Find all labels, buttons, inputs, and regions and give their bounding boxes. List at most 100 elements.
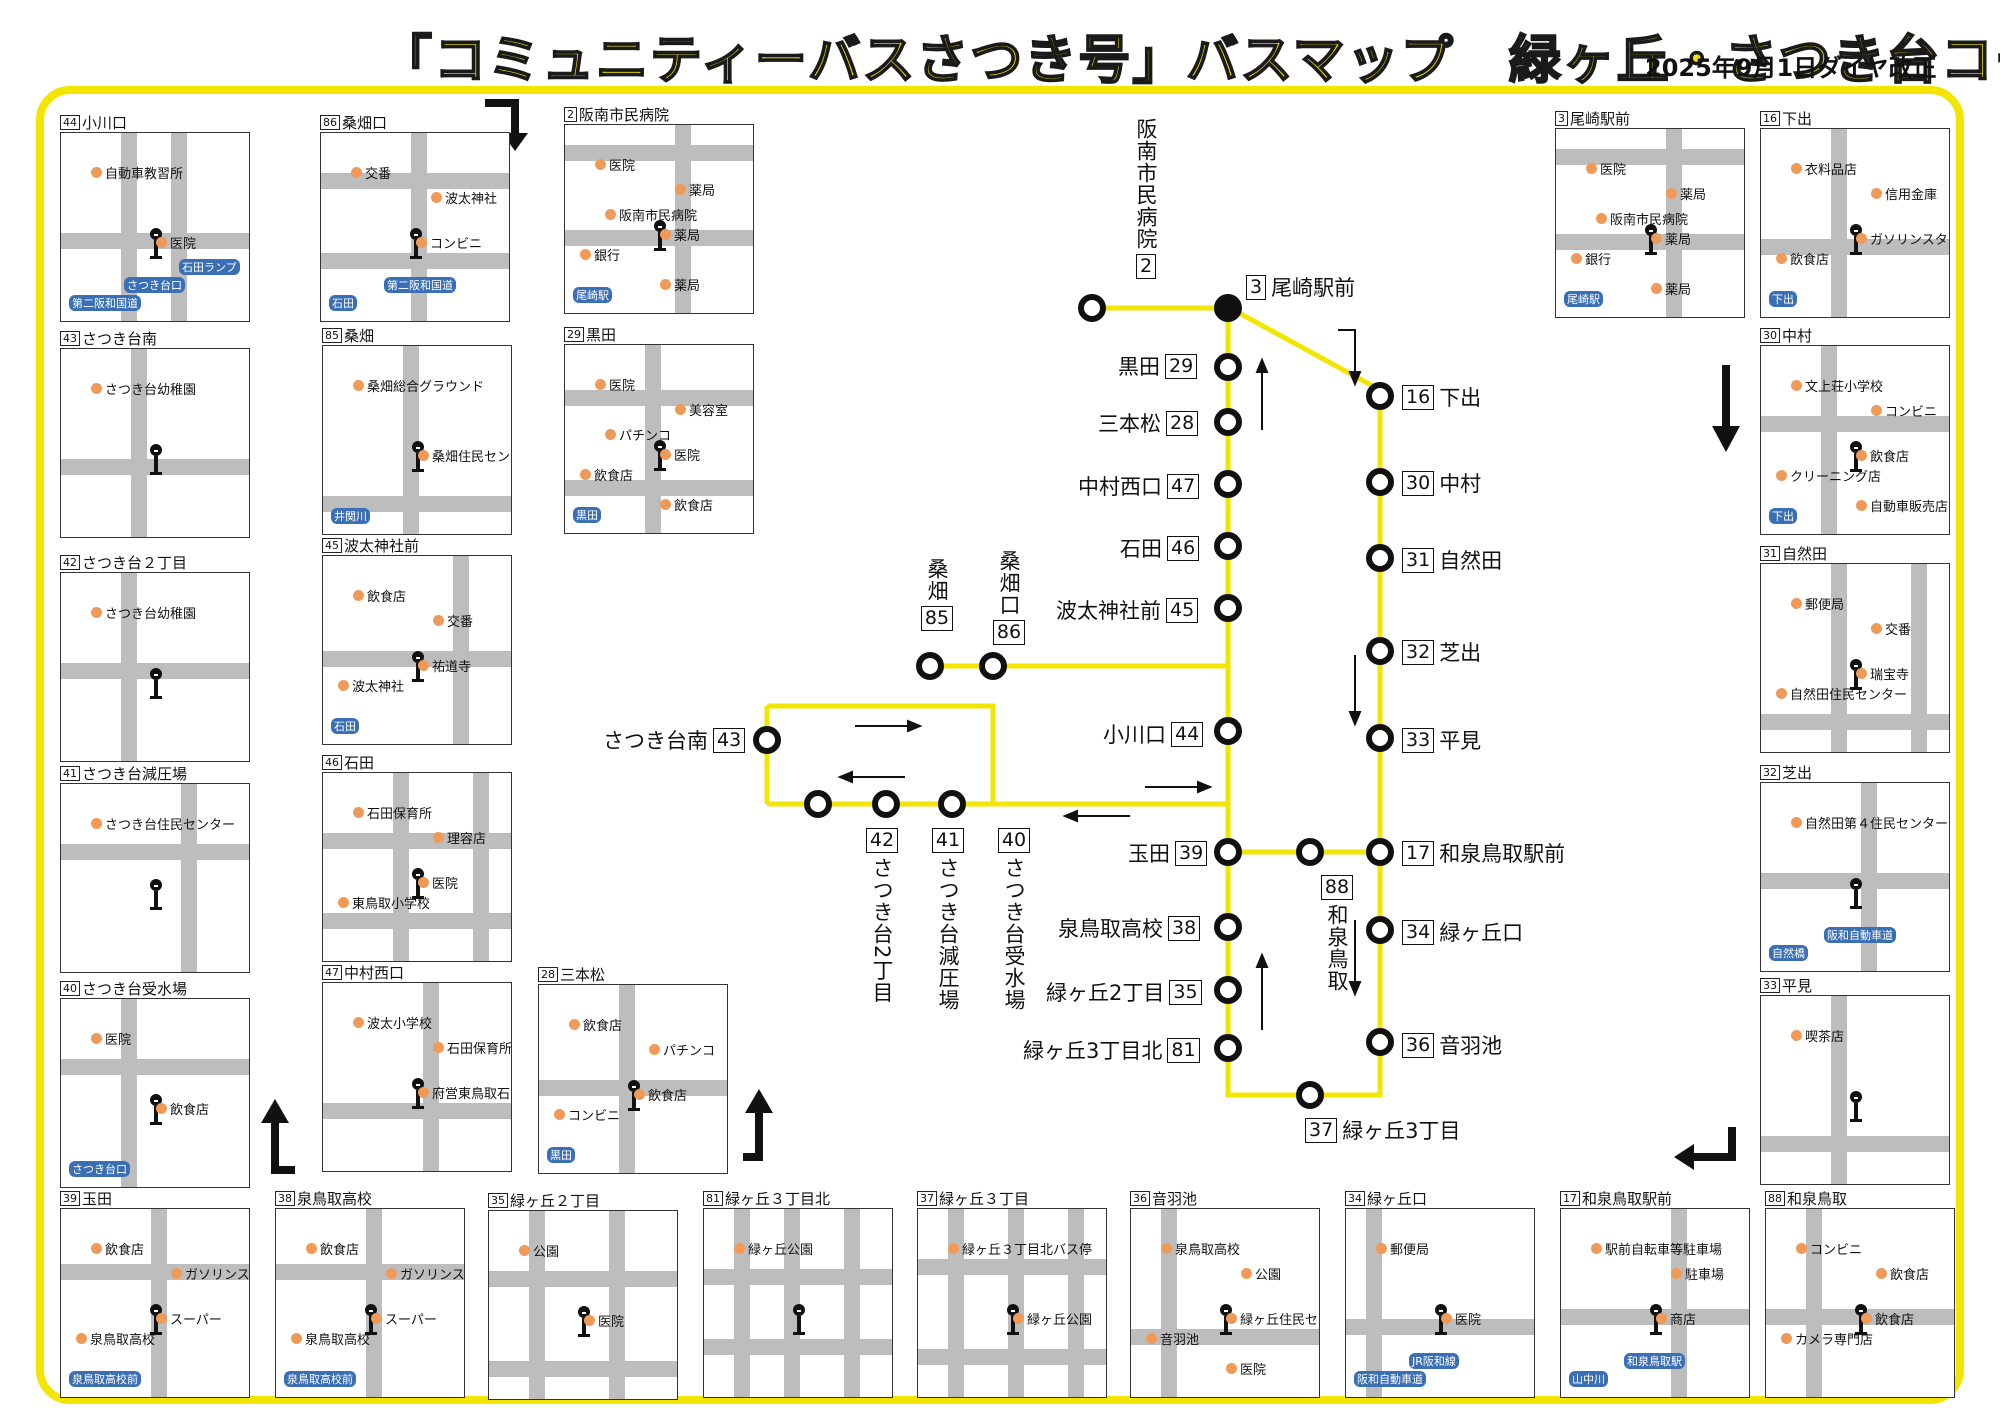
inset-number: 38 [275,1190,295,1206]
poi-dot-icon [418,877,429,888]
bus-stop-16[interactable] [1366,382,1394,410]
bus-stop-35[interactable] [1214,976,1242,1004]
poi-dot-icon [1781,1333,1792,1344]
bus-stop-42[interactable] [804,790,832,818]
poi-dot-icon [418,660,429,671]
poi-label: 医院 [660,445,700,464]
bus-stop-41[interactable] [872,790,900,818]
poi-label: 緑ヶ丘３丁目北バス停 [948,1239,1092,1258]
road [181,784,197,972]
bus-stop-29[interactable] [1214,353,1242,381]
poi-dot-icon [418,1087,429,1098]
road [734,1209,750,1397]
poi-label: 阪南市民病院 [1596,209,1688,228]
poi-dot-icon [734,1243,745,1254]
bus-stop-32[interactable] [1366,637,1394,665]
bus-stop-85[interactable] [916,652,944,680]
poi-dot-icon [1591,1243,1602,1254]
road [675,125,691,313]
bus-stop-3[interactable] [1214,294,1242,322]
poi-label: 医院 [1586,159,1626,178]
bus-stop-38[interactable] [1214,913,1242,941]
road-label: 尾崎駅 [1564,291,1603,307]
arrow-up-left-icon [261,1099,295,1174]
poi-dot-icon [569,1019,580,1030]
bus-stop-34[interactable] [1366,916,1394,944]
bus-stop-17[interactable] [1366,838,1394,866]
bus-stop-88[interactable] [1296,838,1324,866]
bus-stop-30[interactable] [1366,468,1394,496]
bus-stop-33[interactable] [1366,724,1394,752]
bus-stop-31[interactable] [1366,544,1394,572]
bus-stop-40[interactable] [938,790,966,818]
bus-stop-39[interactable] [1214,838,1242,866]
inset-box: 飲食店祐道寺交番波太神社石田 [322,555,512,745]
inset-name: さつき台南 [82,329,158,348]
poi-label: 自動車教習所 [91,163,183,182]
bus-stop-28[interactable] [1214,408,1242,436]
poi-label: 緑ヶ丘公園 [734,1239,813,1258]
poi-dot-icon [1861,1313,1872,1324]
bus-stop-36[interactable] [1366,1028,1394,1056]
bus-stop-45[interactable] [1214,594,1242,622]
poi-dot-icon [554,1109,565,1120]
road-label: 黒田 [547,1147,575,1163]
road-label: 阪和自動車道 [1824,927,1896,943]
road [1911,564,1927,752]
bus-stop-47[interactable] [1214,470,1242,498]
inset-number: 88 [1765,1190,1785,1206]
inset-number: 3 [1555,110,1568,126]
road [1556,149,1744,165]
poi-label: 波太神社 [338,676,404,695]
poi-dot-icon [649,1044,660,1055]
inset-number: 45 [322,537,342,553]
poi-dot-icon [1666,188,1677,199]
inset-name: 音羽池 [1152,1189,1198,1208]
inset-box: 公園医院 [488,1210,678,1400]
inset-number: 30 [1760,327,1780,343]
road [1831,129,1847,317]
poi-dot-icon [1791,380,1802,391]
poi-label: 飲食店 [1776,249,1829,268]
road [1831,996,1847,1184]
poi-dot-icon [1596,213,1607,224]
poi-dot-icon [156,1103,167,1114]
inset-box: コンビニ飲食店飲食店カメラ専門店 [1765,1208,1955,1398]
road [948,1209,964,1397]
poi-label: 郵便局 [1791,594,1844,613]
poi-label: コンビニ [1871,401,1937,420]
poi-label: 医院 [91,1029,131,1048]
poi-dot-icon [634,1089,645,1100]
bus-stop-44[interactable] [1214,717,1242,745]
poi-label: 飲食店 [660,495,713,514]
inset-name: さつき台受水場 [82,979,188,998]
inset-box: 飲食店飲食店パチンココンビニ黒田 [538,984,728,1174]
poi-label: 泉鳥取高校 [76,1329,155,1348]
poi-label: 薬局 [1651,229,1691,248]
bus-stop-46[interactable] [1214,532,1242,560]
road-label: 尾崎駅 [573,287,612,303]
arrow-up-mid-icon [743,1089,773,1161]
bus-stop-37[interactable] [1296,1081,1324,1109]
inset-name: 小川口 [82,113,128,132]
bus-stop-2[interactable] [1078,294,1106,322]
bus-stop-81[interactable] [1214,1034,1242,1062]
bus-stop-86[interactable] [979,652,1007,680]
inset-box: 泉鳥取高校緑ヶ丘住民センター公園音羽池医院 [1130,1208,1320,1398]
bus-stop-43[interactable] [753,726,781,754]
poi-label: 医院 [418,873,458,892]
